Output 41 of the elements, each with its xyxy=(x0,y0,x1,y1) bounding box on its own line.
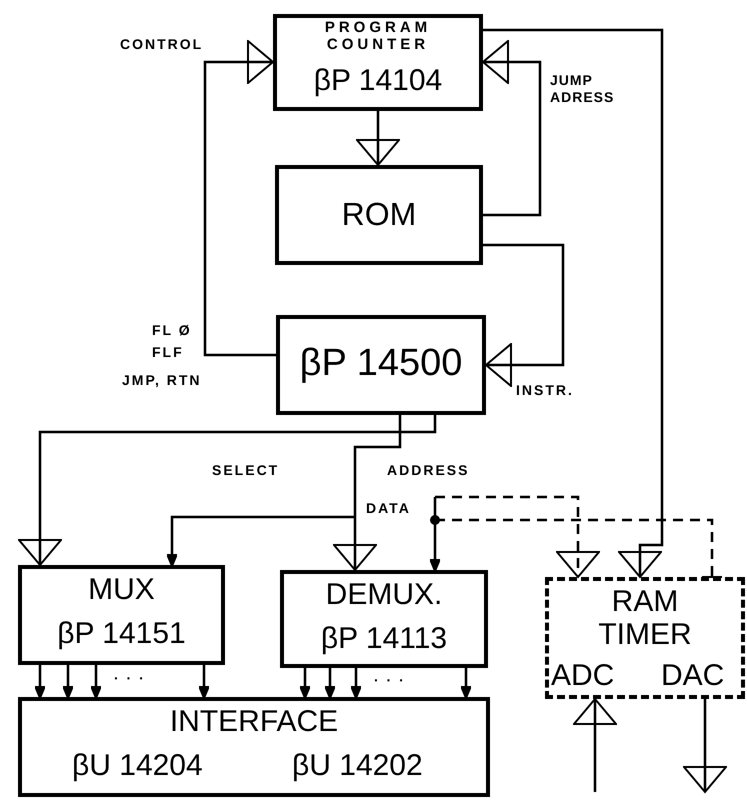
signal-arrow xyxy=(324,668,336,699)
block-box xyxy=(280,570,488,668)
block-label: INTERFACE xyxy=(168,705,340,738)
block-box xyxy=(276,315,486,415)
bus-arrow xyxy=(683,699,727,793)
block-label: βU 14204 xyxy=(72,749,204,782)
block-box xyxy=(275,165,483,265)
signal-arrow xyxy=(34,665,46,699)
bus-arrow xyxy=(204,40,276,356)
bus-arrow xyxy=(573,698,617,792)
block-label: DEMUX. xyxy=(324,578,444,611)
dashed-block-box xyxy=(545,577,745,699)
block-label: PROGRAM COUNTER xyxy=(324,20,432,53)
signal-arrow xyxy=(429,497,441,572)
block-label: ADC xyxy=(551,659,616,692)
bus-arrow xyxy=(483,244,564,387)
signal-arrow xyxy=(460,668,472,699)
block-label: MUX xyxy=(87,573,156,606)
signal-arrow xyxy=(90,665,102,699)
bus-arrow xyxy=(435,496,600,578)
block-label: βP 14500 xyxy=(298,343,464,385)
block-box xyxy=(273,14,483,111)
bus-arrow xyxy=(482,40,542,216)
block-box xyxy=(18,697,490,797)
block-label: βP 14151 xyxy=(56,617,187,650)
block-label: βP 14104 xyxy=(312,64,444,97)
block-label: DAC xyxy=(661,659,726,692)
block-label: βP 14113 xyxy=(320,622,448,655)
signal-arrow xyxy=(350,668,362,699)
block-label: RAM TIMER xyxy=(597,585,693,651)
block-box xyxy=(18,565,225,665)
signal-arrow xyxy=(299,668,311,699)
bus-arrow xyxy=(18,415,436,566)
block-label: ROM xyxy=(340,197,418,232)
block-label: βU 14202 xyxy=(292,749,424,782)
signal-arrow xyxy=(62,665,74,699)
bus-arrow xyxy=(356,111,400,166)
signal-arrow xyxy=(166,516,355,567)
bus-arrow xyxy=(333,415,402,571)
bus-arrow xyxy=(483,28,664,578)
signal-arrow xyxy=(198,665,210,699)
